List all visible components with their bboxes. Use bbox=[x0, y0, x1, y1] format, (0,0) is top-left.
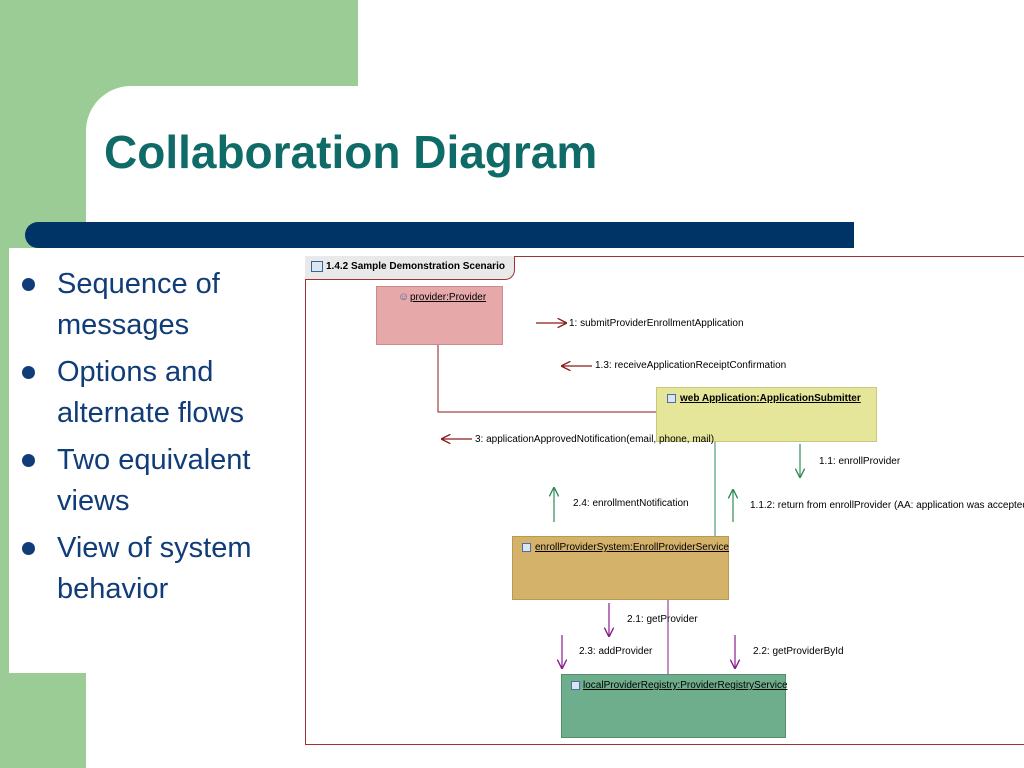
component-icon bbox=[571, 681, 580, 690]
bullet-item: View of system behavior bbox=[9, 528, 298, 610]
message-m1: 1: submitProviderEnrollmentApplication bbox=[569, 318, 744, 329]
bullet-dot-icon bbox=[22, 278, 35, 291]
title-divider-bar bbox=[25, 222, 854, 248]
message-m1-1-2: 1.1.2: return from enrollProvider (AA: a… bbox=[750, 500, 1024, 511]
node-provider-registry-label: localProviderRegistry:ProviderRegistrySe… bbox=[583, 680, 788, 691]
node-provider-registry[interactable]: localProviderRegistry:ProviderRegistrySe… bbox=[561, 674, 788, 738]
node-provider-label: provider:Provider bbox=[410, 292, 487, 303]
message-m1-1: 1.1: enrollProvider bbox=[819, 456, 901, 467]
bullet-dot-icon bbox=[22, 366, 35, 379]
slide-title: Collaboration Diagram bbox=[104, 126, 598, 178]
bullet-text: Options and alternate flows bbox=[57, 356, 244, 429]
actor-icon: ☺ bbox=[398, 291, 410, 303]
bullet-text: Sequence of messages bbox=[57, 268, 220, 341]
bullet-text: Two equivalent views bbox=[57, 444, 251, 517]
bullet-list: Sequence of messages Options and alterna… bbox=[9, 264, 298, 616]
bullet-panel: Sequence of messages Options and alterna… bbox=[9, 248, 298, 673]
title-panel bbox=[86, 86, 1024, 246]
bullet-text: View of system behavior bbox=[57, 532, 252, 605]
node-enroll-service[interactable]: enrollProviderSystem:EnrollProviderServi… bbox=[512, 536, 729, 600]
message-m2-4: 2.4: enrollmentNotification bbox=[573, 498, 689, 509]
node-provider[interactable]: ☺ provider:Provider bbox=[376, 286, 503, 345]
node-enroll-service-label: enrollProviderSystem:EnrollProviderServi… bbox=[535, 542, 729, 553]
message-m3: 3: applicationApprovedNotification(email… bbox=[475, 434, 715, 445]
diagram-frame-title: 1.4.2 Sample Demonstration Scenario bbox=[326, 261, 505, 272]
component-icon bbox=[667, 394, 676, 403]
bullet-dot-icon bbox=[22, 454, 35, 467]
message-m1-3: 1.3: receiveApplicationReceiptConfirmati… bbox=[595, 360, 787, 371]
component-icon bbox=[522, 543, 531, 552]
diagram-icon bbox=[311, 261, 323, 272]
message-m2-3: 2.3: addProvider bbox=[579, 646, 653, 657]
bullet-item: Sequence of messages bbox=[9, 264, 298, 346]
message-m2-1: 2.1: getProvider bbox=[627, 614, 698, 625]
bullet-item: Options and alternate flows bbox=[9, 352, 298, 434]
node-web-application-label: web Application:ApplicationSubmitter bbox=[680, 393, 861, 404]
node-web-application[interactable]: web Application:ApplicationSubmitter bbox=[656, 387, 877, 442]
bullet-dot-icon bbox=[22, 542, 35, 555]
message-m2-2: 2.2: getProviderById bbox=[753, 646, 844, 657]
bullet-item: Two equivalent views bbox=[9, 440, 298, 522]
diagram-frame-tab: 1.4.2 Sample Demonstration Scenario bbox=[305, 256, 515, 280]
